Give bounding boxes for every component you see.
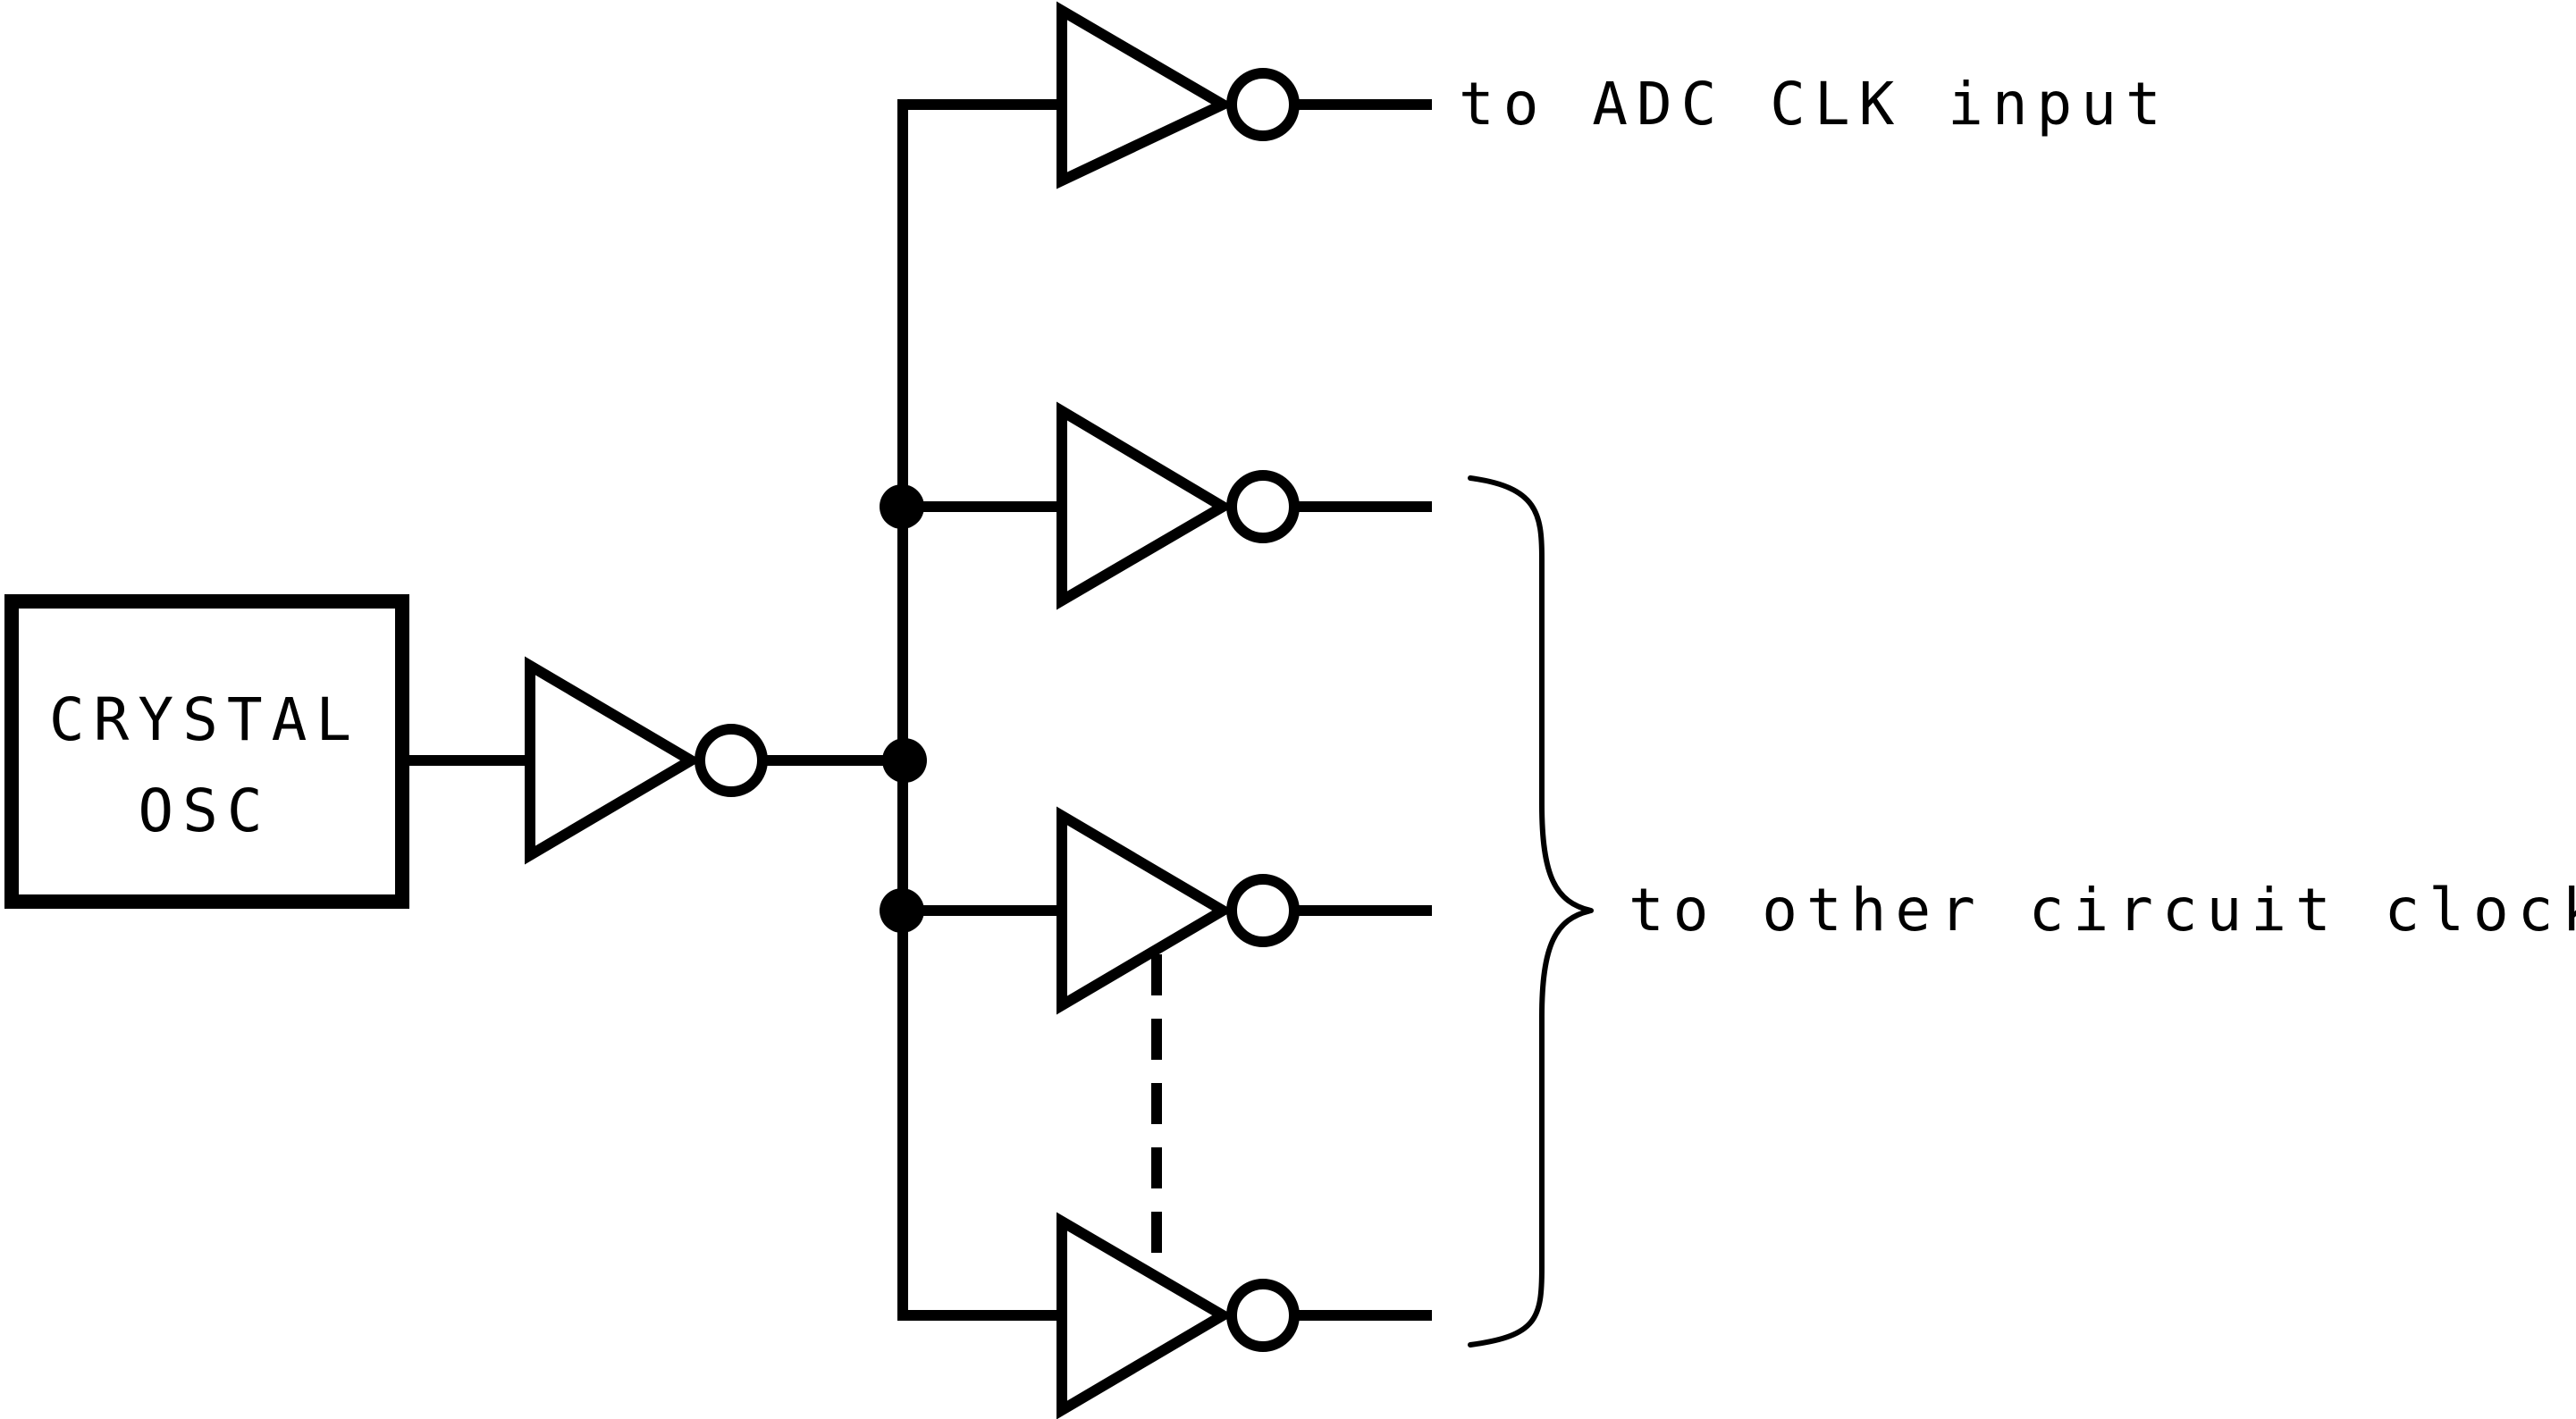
input-inverter xyxy=(525,656,768,865)
input-inverter-triangle xyxy=(525,656,702,865)
buffer-4-triangle xyxy=(1056,1212,1233,1419)
oscillator-label-line1: CRYSTAL xyxy=(49,685,360,754)
buffer-inverter-3 xyxy=(1056,806,1432,1015)
buffer-3-bubble xyxy=(1226,874,1300,947)
oscillator-box xyxy=(4,594,409,909)
oscillator-label-line2: OSC xyxy=(138,777,271,845)
crystal-oscillator-block: CRYSTAL OSC xyxy=(4,594,409,909)
junction-dot-upper xyxy=(880,484,924,529)
junction-dot-center xyxy=(882,738,927,783)
buffer-3-triangle xyxy=(1056,806,1233,1015)
clock-bus-wire xyxy=(897,99,1057,1321)
buffer-inverter-2 xyxy=(1056,401,1432,610)
output-group-brace xyxy=(1468,475,1594,1348)
adc-clk-label: to ADC CLK input xyxy=(1459,70,2170,139)
buffer-2-triangle xyxy=(1056,401,1233,610)
adc-buffer-inverter xyxy=(1056,1,1432,189)
input-inverter-bubble xyxy=(695,724,768,797)
buffer-inverter-4 xyxy=(1056,1212,1432,1419)
adc-buffer-triangle xyxy=(1056,1,1234,189)
adc-buffer-bubble xyxy=(1226,68,1300,141)
junction-dot-lower xyxy=(880,888,924,933)
buffer-4-bubble xyxy=(1226,1279,1300,1352)
buffer-2-bubble xyxy=(1226,470,1300,543)
other-clock-inputs-label: to other circuit clock inputs xyxy=(1629,876,2576,945)
